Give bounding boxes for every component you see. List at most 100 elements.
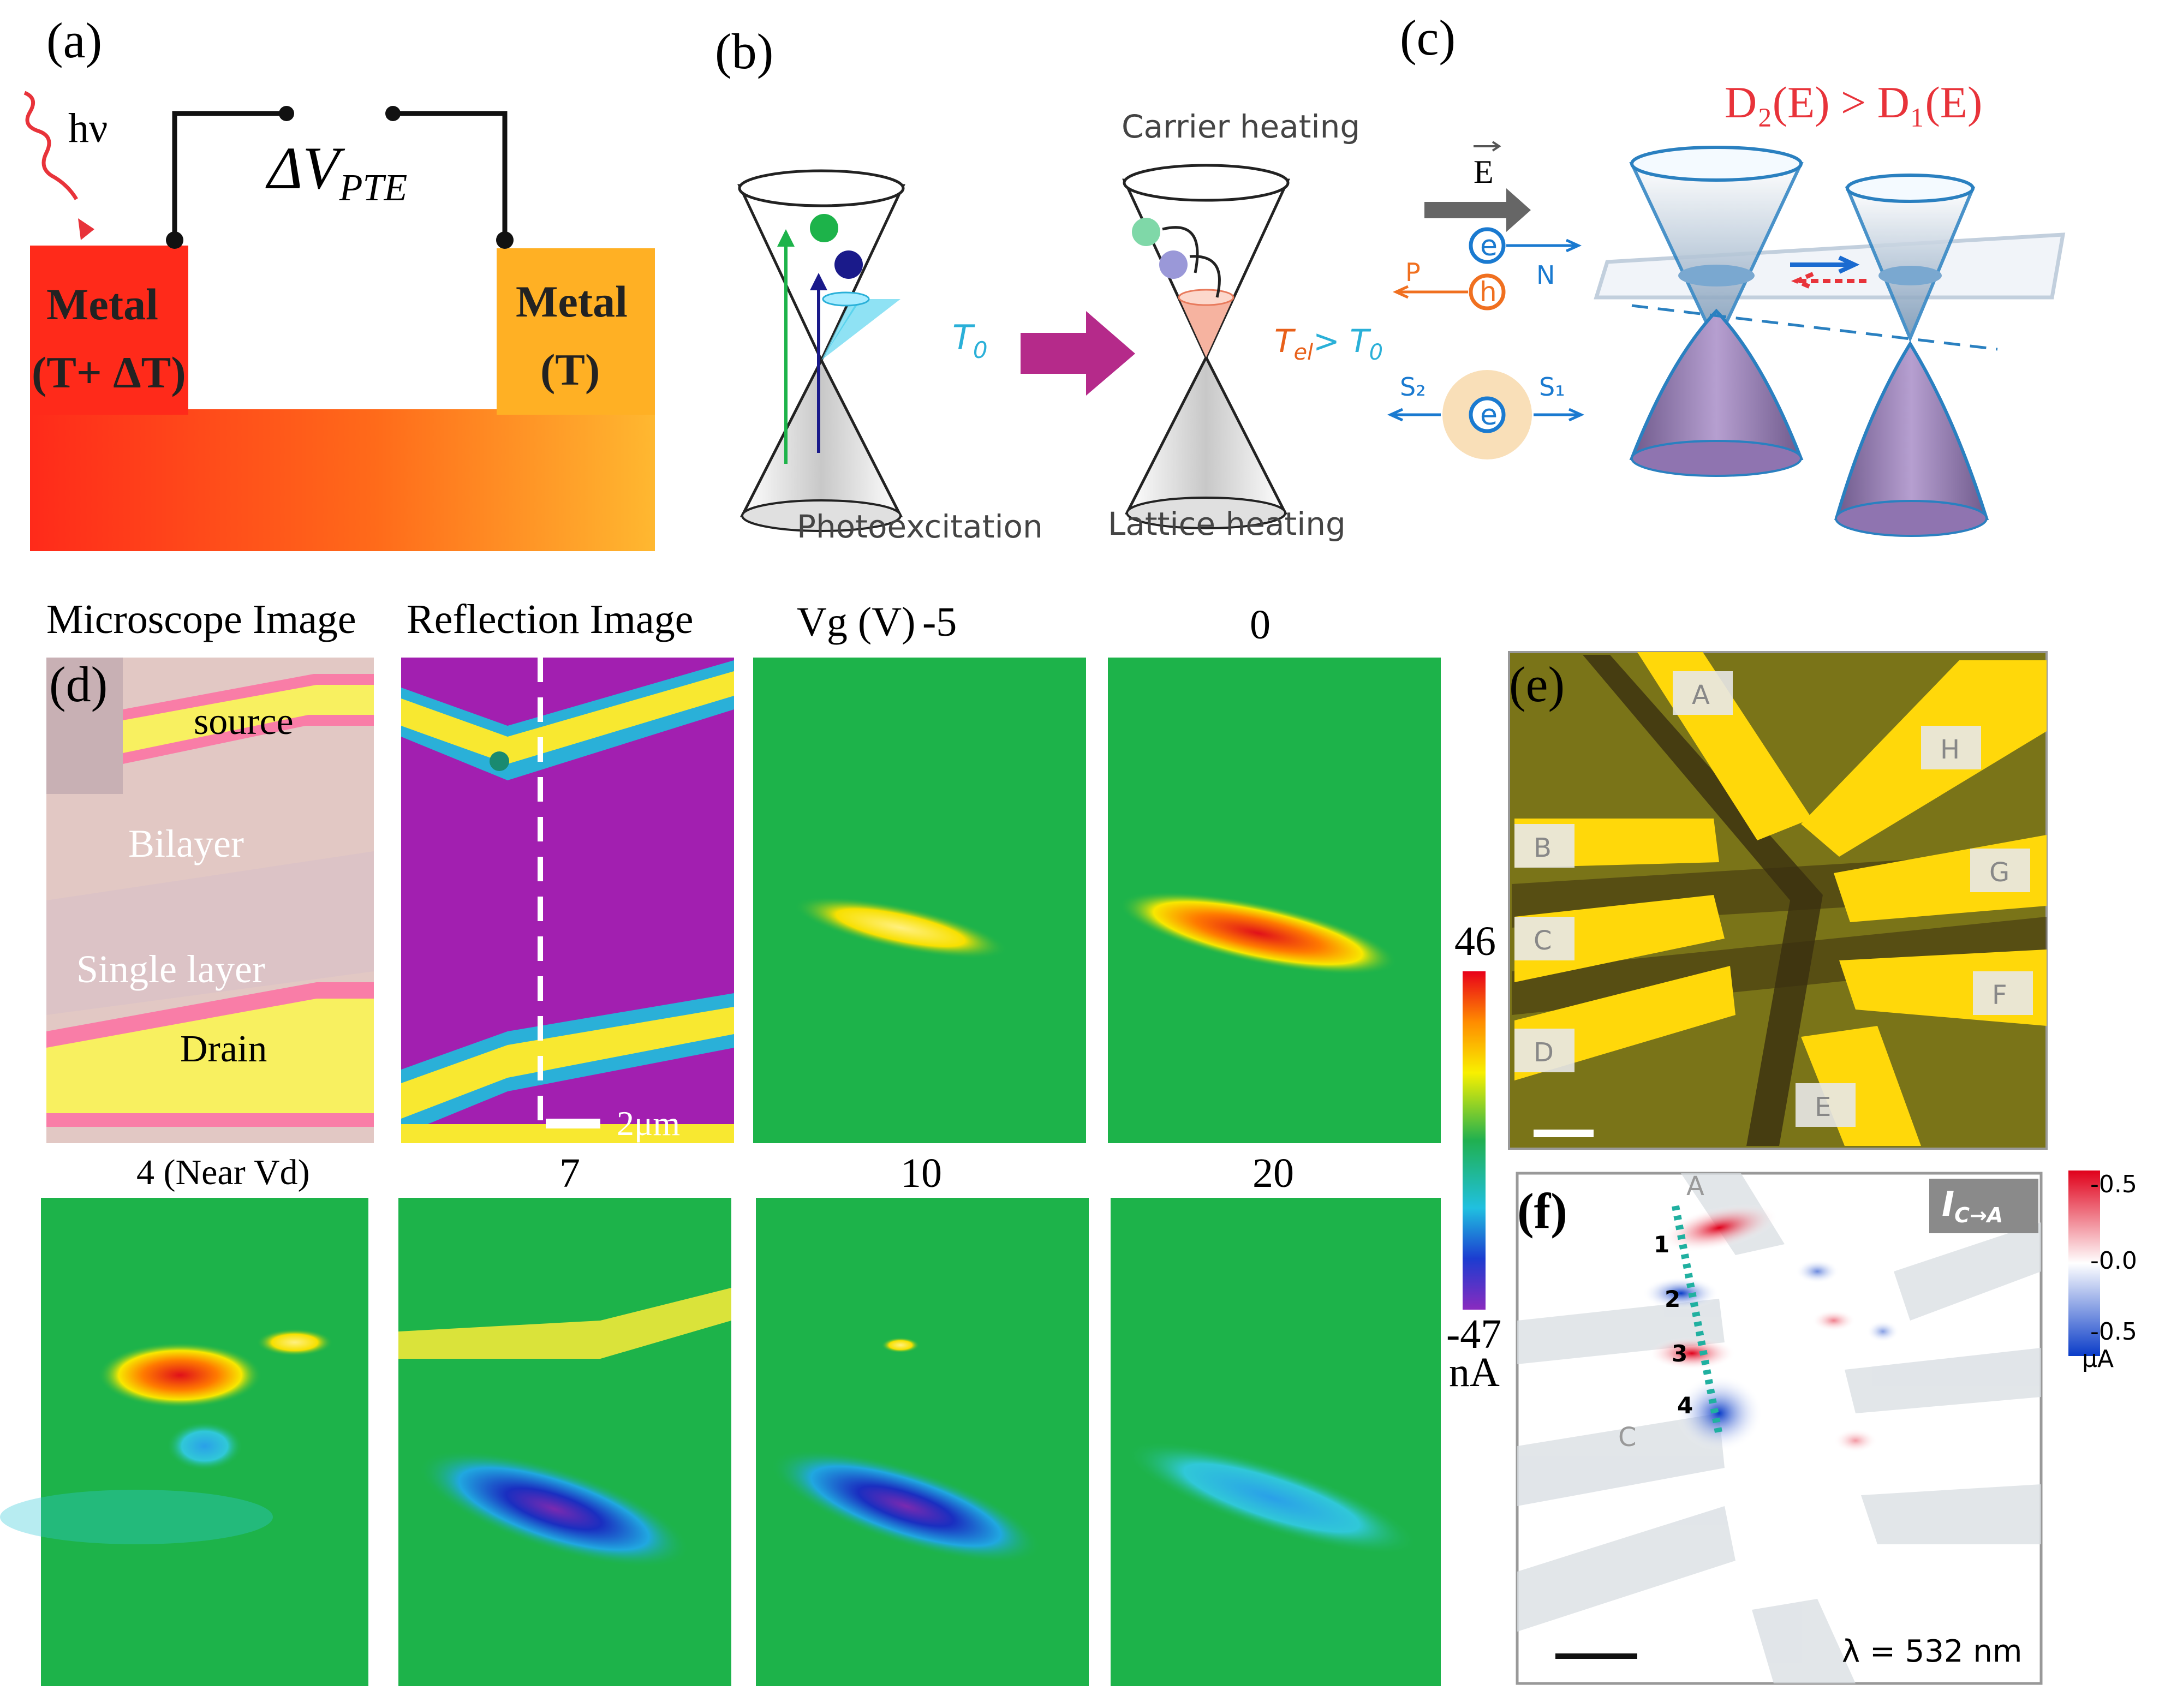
spin-left-arrow-icon [1387,408,1441,422]
scale-bar [1534,1130,1594,1137]
e-field-arrow-icon [1424,188,1531,232]
point-label: 3 [1672,1340,1687,1367]
point-label: 4 [1677,1392,1693,1419]
terminal-dot [385,106,401,121]
scale-label: 2μm [617,1104,680,1143]
panel-e-label: (e) [1509,656,1565,712]
electron-arrow-icon [1506,238,1582,253]
photon-arrowhead-icon [78,218,94,240]
carrier-heating-label: Carrier heating [1122,108,1360,145]
vg-value: 10 [900,1150,942,1196]
metal-bar [30,409,655,551]
panel-c-title: D₂(E) > D₁(E) [1725,77,1982,127]
hole-icon [1469,273,1506,310]
electrode-label: F [1992,980,2007,1011]
bilayer-label: Bilayer [128,822,244,865]
electrode-label: A [1692,680,1710,710]
hot-carrier-green [1132,218,1160,246]
electrode-label: G [1989,857,2009,888]
vg-value: 20 [1253,1150,1294,1196]
electrode-label: B [1534,833,1552,863]
t0-label: T0 [952,318,988,363]
electrode-label: H [1940,734,1960,765]
wavelength-label: λ = 532 nm [1842,1634,2022,1669]
metal-left-label: Metal [46,279,158,329]
terminal-dot [166,231,183,249]
photocurrent-spot-blue [1675,1375,1763,1452]
vg-value: -5 [922,599,957,645]
s2-label: S₂ [1400,372,1426,402]
dirac-cone-left [737,169,905,532]
electrode-label: E [1815,1092,1831,1122]
cb-unit: μA [2082,1345,2114,1373]
panel-c: (c) D₂(E) > D₁(E) E e N h P e S₂ S₁ [1387,10,2066,537]
terminal-dot [496,231,514,249]
n-label: N [1536,260,1555,290]
label-c: C [1618,1422,1637,1453]
electrode-labels: A H B G C F D E [1514,671,2033,1127]
photon-wave-icon [23,91,79,200]
process-arrow-icon [1021,311,1135,396]
cb-tick: -0.5 [2090,1318,2137,1346]
drain-label: Drain [180,1028,267,1070]
point-label: 1 [1654,1231,1669,1258]
photocurrent-map-vg-10 [756,1198,1089,1686]
panel-a-label: (a) [46,13,102,68]
cb-tick: -0.5 [2090,1170,2137,1198]
colorbar-min: -47 [1446,1311,1501,1357]
panel-c-label: (c) [1400,10,1456,65]
panel-f-label: (f) [1517,1183,1567,1239]
vg-value: 7 [559,1150,580,1196]
s1-label: S₁ [1539,372,1565,402]
transfer-arrow-blue-icon [1790,255,1860,274]
hv-label: hν [68,105,108,151]
scale-bar [546,1119,600,1128]
panel-f: A C 1 2 3 4 IC→A λ = 532 nm (f) -0.5 -0.… [1516,1170,2137,1685]
point-label: 2 [1665,1286,1680,1312]
metal-right-label: Metal [516,277,628,326]
panel-b-label: (b) [715,23,773,79]
hole-arrow-icon [1392,285,1468,299]
colorbar-f [2068,1170,2100,1356]
spin-electron-symbol: e [1480,399,1498,432]
photocurrent-spot-red [1660,1204,1778,1252]
photocurrent-map-vg-4 [0,1198,368,1686]
transfer-arrow-red-icon [1791,272,1866,290]
photocurrent-spot-blue [1796,1259,1839,1283]
current-label-box [1929,1179,2038,1233]
p-label: P [1405,258,1421,287]
photocurrent-spot-blue [1866,1321,1899,1342]
terminal-dot [279,106,294,121]
reflection-title: Reflection Image [407,596,693,642]
dirac-cone-right [1122,164,1290,529]
vg-label: Vg (V) [797,599,915,645]
spin-right-arrow-icon [1534,408,1585,422]
spin-electron-icon [1469,396,1506,433]
lattice-heating-label: Lattice heating [1108,505,1346,542]
excited-electron-navy [834,250,863,279]
tel-label: Tel> T0 [1274,323,1383,365]
dirac-cone-small [1834,174,1989,537]
panel-e: A H B G C F D E (e) [1508,651,2048,1150]
photocurrent-spot-blue [1643,1277,1719,1310]
single-layer-label: Single layer [76,947,265,991]
photocurrent-spot-red [1648,1337,1735,1370]
electrode-label: C [1534,925,1552,956]
hot-carrier-purple [1159,250,1188,279]
electron-symbol: e [1480,230,1498,262]
vg-value: 0 [1250,602,1271,648]
microscope-title: Microscope Image [46,596,356,642]
hole-symbol: h [1480,276,1497,308]
panel-d: Microscope Image Reflection Image Vg (V)… [0,596,1501,1686]
photoexcitation-label: Photoexcitation [797,508,1043,545]
delta-v-label: ΔVPTE [265,135,407,209]
photocurrent-map-vg-7 [398,1198,731,1686]
scale-bar [1555,1653,1637,1659]
excitation-arrowhead-navy-icon [810,273,827,290]
panel-a: (a) hν ΔVPTE Metal (T+ ΔT) Metal (T) [23,13,655,551]
panel-d-label: (d) [49,656,108,712]
current-label: IC→A [1942,1184,2003,1227]
colorbar-max: 46 [1454,918,1496,964]
vg-value: 4 (Near Vd) [136,1152,310,1192]
